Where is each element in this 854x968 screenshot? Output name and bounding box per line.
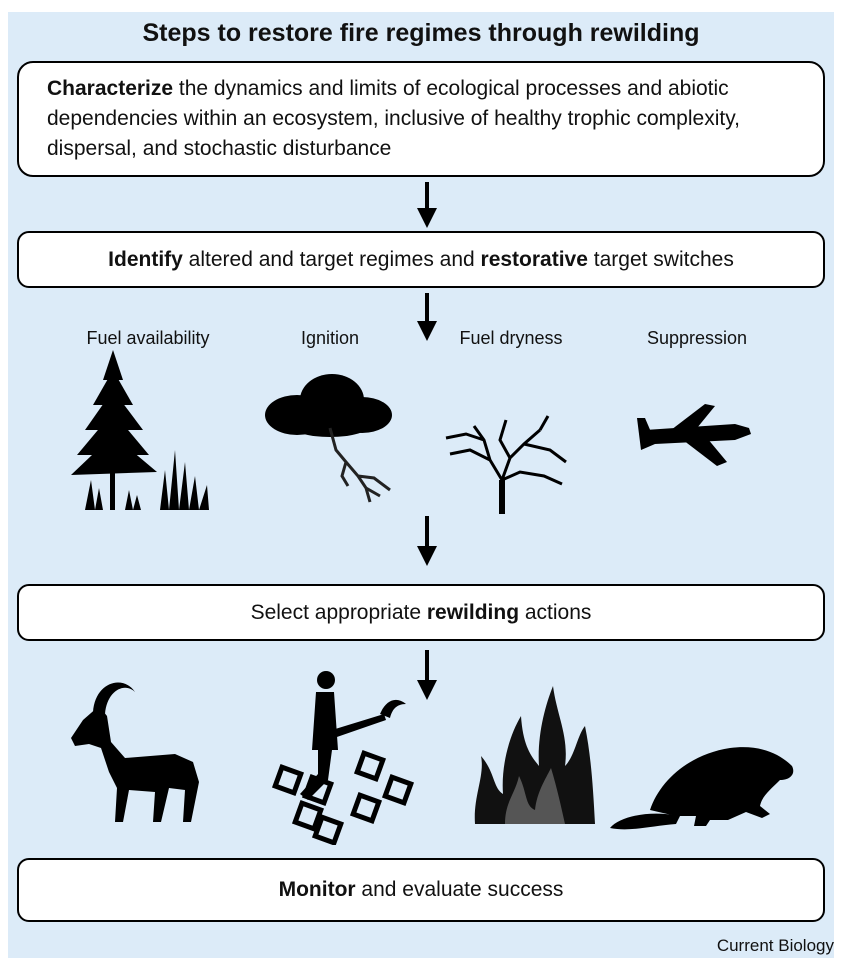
step-select-text-b: actions (519, 601, 592, 624)
step-identify-keyword: Identify (108, 248, 183, 271)
step-characterize-keyword: Characterize (47, 77, 174, 100)
arrow-down-icon (417, 650, 437, 700)
step-restorative-keyword: restorative (480, 248, 588, 271)
driver-label-ignition: Ignition (300, 328, 360, 348)
water-bomber-plane-icon (637, 404, 751, 466)
arrow-down-icon (417, 182, 437, 228)
step-identify-box: Identify altered and target regimes and … (17, 231, 825, 288)
arrow-down-icon (417, 293, 437, 341)
driver-label-fuel-availability: Fuel availability (86, 328, 210, 348)
dead-tree-icon (445, 415, 567, 514)
lightning-cloud-icon (265, 374, 392, 503)
tree-and-grass-icon (71, 350, 209, 510)
step-select-text-a: Select appropriate (250, 601, 427, 624)
prescribed-burn-person-icon (271, 671, 415, 845)
step-rewilding-keyword: rewilding (426, 601, 520, 624)
journal-credit: Current Biology (716, 936, 834, 955)
diagram-title: Steps to restore fire regimes through re… (142, 19, 700, 47)
fire-icon (474, 686, 595, 824)
driver-label-fuel-dryness: Fuel dryness (459, 328, 563, 348)
step-characterize-text: the dynamics and limits of ecological pr… (47, 77, 740, 160)
ibex-icon (71, 682, 199, 822)
driver-label-suppression: Suppression (646, 328, 748, 348)
arrow-down-icon (417, 516, 437, 566)
step-monitor-box: Monitor and evaluate success (17, 858, 825, 922)
step-monitor-keyword: Monitor (278, 878, 356, 901)
beaver-icon (610, 747, 794, 830)
step-characterize-box: Characterize the dynamics and limits of … (17, 61, 825, 177)
step-identify-text-b: target switches (587, 248, 734, 271)
step-identify-text-a: altered and target regimes and (182, 248, 481, 271)
step-monitor-text: and evaluate success (355, 878, 564, 901)
step-select-box: Select appropriate rewilding actions (17, 584, 825, 641)
